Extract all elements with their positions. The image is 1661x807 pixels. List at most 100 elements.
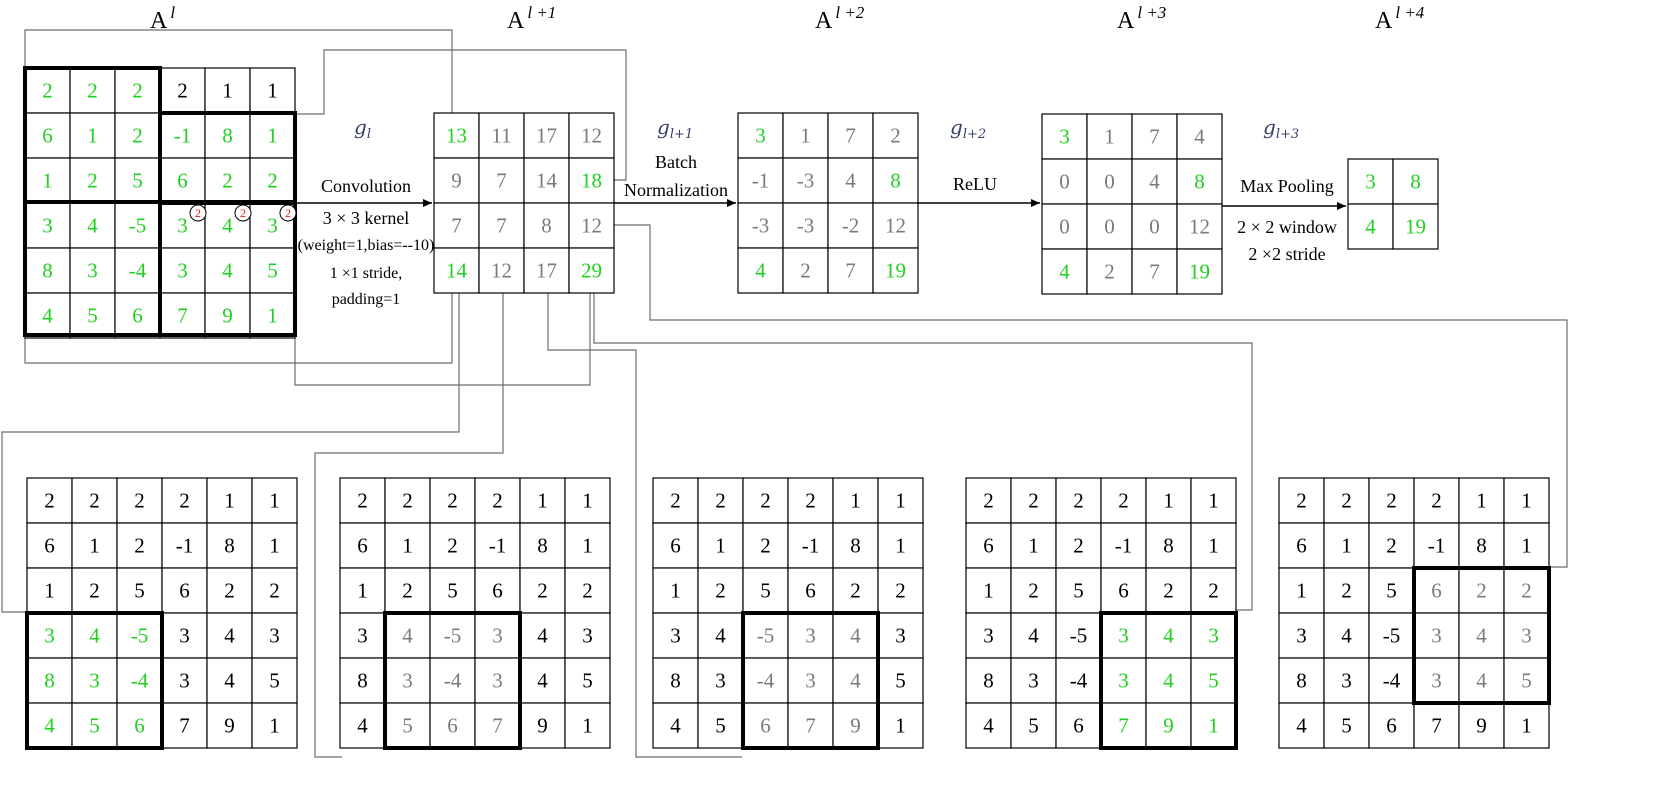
grid-cell — [965, 522, 1012, 569]
cell-value: 3 — [1521, 624, 1532, 648]
grid-cell — [652, 612, 699, 659]
cell-value: 4 — [845, 169, 856, 193]
grid-cell — [832, 477, 879, 524]
cell-value: 1 — [269, 714, 280, 738]
grid-cell — [1368, 702, 1415, 749]
cell-value: 2 — [670, 489, 681, 513]
connector-12-to-grid2 — [314, 292, 504, 758]
cell-value: 3 — [582, 624, 593, 648]
cell-value: 17 — [536, 259, 557, 283]
relu-label-line: ReLU — [953, 174, 997, 194]
cell-value: 7 — [451, 214, 462, 238]
grid-cell — [564, 657, 611, 704]
cell-value: 2 — [1431, 489, 1442, 513]
cell-value: 4 — [1163, 669, 1174, 693]
cell-value: 2 — [1028, 579, 1039, 603]
cell-value: 1 — [1208, 714, 1219, 738]
cell-value: 8 — [1163, 534, 1174, 558]
cell-value: 1 — [582, 714, 593, 738]
grid-cell — [429, 567, 476, 614]
cell-value: 0 — [1104, 170, 1115, 194]
cell-value: 1 — [267, 124, 278, 148]
cell-value: 4 — [1163, 624, 1174, 648]
cell-value: 9 — [1163, 714, 1174, 738]
cell-value: 1 — [1521, 714, 1532, 738]
grid-cell — [1190, 477, 1237, 524]
cell-value: -5 — [131, 624, 149, 648]
grid-cell — [737, 247, 784, 294]
grid-cell — [474, 567, 521, 614]
grid-cell — [697, 657, 744, 704]
grid-cell — [787, 657, 834, 704]
cell-value: 5 — [267, 259, 278, 283]
cell-value: 7 — [1149, 125, 1160, 149]
cell-value: 1 — [269, 489, 280, 513]
cell-value: -1 — [1115, 534, 1133, 558]
weight-badge: 2 — [279, 204, 297, 222]
cell-value: 2 — [805, 489, 816, 513]
cell-value: 2 — [582, 579, 593, 603]
cell-value: 5 — [1073, 579, 1084, 603]
cell-value: 2 — [537, 579, 548, 603]
grid-cell — [429, 522, 476, 569]
grid-cell — [742, 657, 789, 704]
cell-value: 8 — [1194, 170, 1205, 194]
grid-cell — [564, 612, 611, 659]
grid-cell — [787, 702, 834, 749]
grid-cell — [782, 202, 829, 249]
cell-value: -5 — [444, 624, 462, 648]
cell-value: -1 — [802, 534, 820, 558]
cell-value: -1 — [174, 124, 192, 148]
receptive-field-window-3 — [741, 611, 880, 750]
max-pooling-label-line: Max Pooling — [1240, 176, 1334, 196]
cell-value: 3 — [1118, 624, 1129, 648]
cell-value: 2 — [447, 534, 458, 558]
cell-value: 3 — [1431, 624, 1442, 648]
grid-cell — [251, 657, 298, 704]
grid-cell — [1458, 612, 1505, 659]
cell-value: 14 — [446, 259, 468, 283]
grid-cell — [474, 702, 521, 749]
grid-cell — [1041, 203, 1088, 250]
cell-value: 2 — [895, 579, 906, 603]
grid-cell — [249, 157, 296, 204]
cell-value: 3 — [357, 624, 368, 648]
grid-cell — [1145, 522, 1192, 569]
grid-cell — [384, 522, 431, 569]
cell-value: 6 — [357, 534, 368, 558]
cell-value: 5 — [582, 669, 593, 693]
cell-value: 2 — [890, 124, 901, 148]
grid-cell — [1323, 657, 1370, 704]
cell-value: 3 — [179, 624, 190, 648]
grid-cell — [429, 477, 476, 524]
grid-cell — [71, 477, 118, 524]
cell-value: 2 — [760, 534, 771, 558]
grid-cell — [1323, 522, 1370, 569]
grid-cell — [652, 522, 699, 569]
operation-arrows — [295, 199, 1346, 210]
cell-value: 1 — [715, 534, 726, 558]
connector-input-to-conv-top — [24, 29, 453, 114]
grid-cell — [1368, 522, 1415, 569]
grid-cell — [71, 702, 118, 749]
grid-cell — [697, 702, 744, 749]
grid-cell — [1323, 477, 1370, 524]
connector-18-link — [295, 49, 627, 181]
cell-value: 2 — [402, 489, 413, 513]
grid-cell — [204, 157, 251, 204]
cell-value: 3 — [805, 669, 816, 693]
grid-cell — [872, 247, 919, 294]
grid-cell — [384, 567, 431, 614]
grid-cell — [249, 292, 296, 339]
cell-value: 2 — [357, 489, 368, 513]
cell-value: 1 — [402, 534, 413, 558]
cell-value: 7 — [1149, 260, 1160, 284]
cell-value: 3 — [1028, 669, 1039, 693]
cell-value: 5 — [402, 714, 413, 738]
cell-value: 2 — [402, 579, 413, 603]
